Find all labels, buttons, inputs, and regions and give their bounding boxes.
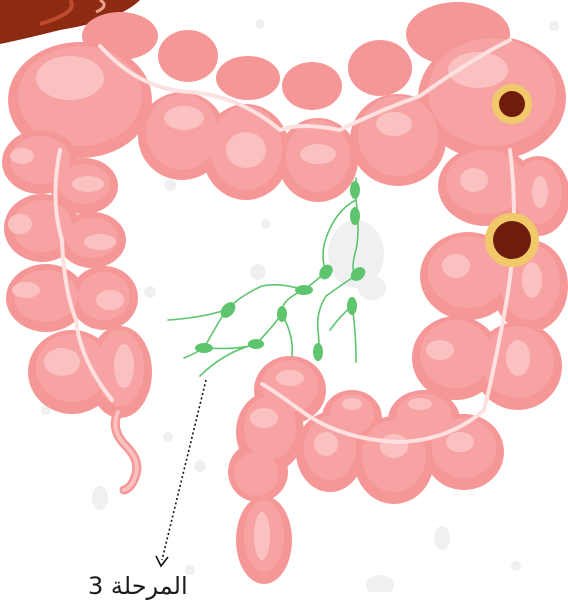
stage-label: المرحلة 3 (88, 572, 188, 600)
arrow-icon (156, 380, 206, 566)
ascending-colon (412, 146, 568, 410)
descending-colon (2, 130, 152, 490)
colon-icon (2, 2, 568, 584)
